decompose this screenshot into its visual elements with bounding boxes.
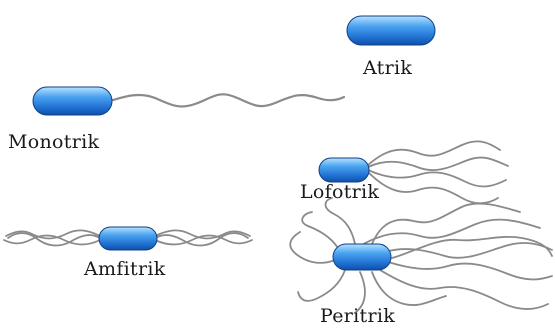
peritrik-flagellum-8 (301, 211, 339, 249)
label-atrik: Atrik (363, 57, 413, 79)
amfitrik-bacterium (3, 226, 253, 251)
lofotrik-flagellum-1 (367, 140, 501, 166)
amfitrik-right-flagellum-1 (154, 229, 251, 240)
label-peritrik: Peritrik (320, 305, 396, 327)
atrik-cell-body (346, 15, 436, 46)
peritrik-flagellum-7 (289, 231, 336, 264)
amfitrik-cell-body (98, 226, 158, 251)
amfitrik-right-flagellum-3 (154, 232, 249, 247)
peritrik-flagellum-9 (324, 197, 356, 245)
amfitrik-left-flagellum-1 (5, 229, 101, 240)
peritrik-flagellum-3 (387, 261, 553, 281)
amfitrik-left-flagellum-2 (3, 234, 101, 246)
atrik-bacterium (346, 15, 436, 46)
amfitrik-left-flagellum-3 (7, 232, 101, 247)
lofotrik-bacterium (318, 140, 509, 205)
peritrik-bacterium (289, 197, 553, 313)
peritrik-flagellum-1 (359, 218, 541, 247)
peritrik-flagellum-4 (379, 269, 549, 310)
peritrik-flagellum-10 (371, 202, 521, 245)
peritrik-flagellum-12 (355, 271, 366, 313)
peritrik-flagellum-2 (384, 242, 553, 259)
peritrik-cell-body (332, 243, 392, 271)
lofotrik-cell-body (318, 157, 370, 183)
peritrik-flagellum-11 (391, 235, 553, 259)
lofotrik-flagellum-2 (367, 156, 509, 172)
lofotrik-flagellum-3 (367, 169, 507, 188)
monotrik-bacterium (32, 86, 346, 116)
monotrik-flagellum (108, 93, 346, 108)
label-lofotrik: Lofotrik (300, 181, 380, 203)
amfitrik-right-flagellum-2 (154, 234, 253, 246)
monotrik-cell-body (32, 86, 113, 116)
label-amfitrik: Amfitrik (84, 258, 166, 280)
label-monotrik: Monotrik (8, 131, 100, 153)
peritrik-flagellum-5 (371, 271, 447, 306)
peritrik-flagellum-6 (297, 269, 346, 302)
